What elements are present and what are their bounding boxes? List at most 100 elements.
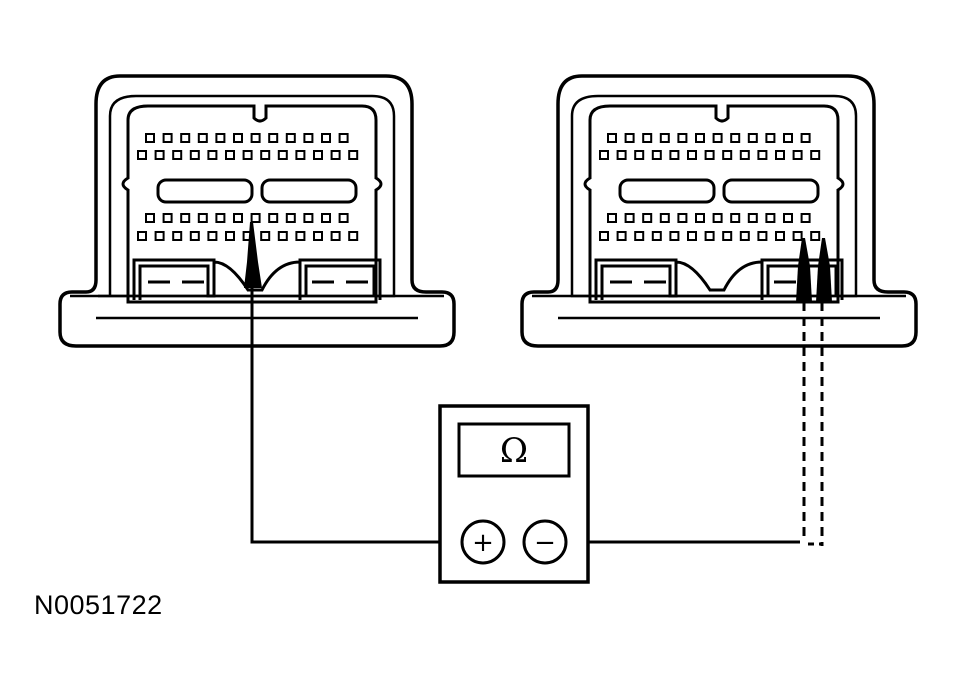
left-connector-face <box>121 104 383 304</box>
pin-cavity <box>792 231 803 241</box>
positive-terminal <box>460 519 506 565</box>
pin-cavity <box>669 231 680 241</box>
pin-cavity <box>295 150 306 160</box>
pin-cavity <box>285 133 296 143</box>
pin-cavity <box>792 150 803 160</box>
pin-cavity <box>712 133 723 143</box>
pin-cavity <box>348 150 359 160</box>
pin-cavity <box>268 213 279 223</box>
pin-cavity <box>348 231 359 241</box>
pin-cavity <box>712 213 723 223</box>
right-probe-tip-1 <box>796 238 812 302</box>
pin-cavity <box>225 231 235 241</box>
pin-cavity <box>277 150 288 160</box>
pin-cavity <box>783 213 793 223</box>
pin-cavity <box>137 231 147 241</box>
pin-cavity <box>810 150 821 160</box>
pin-cavity <box>757 150 768 160</box>
pin-cavity <box>233 133 243 143</box>
pin-cavity <box>687 231 697 241</box>
pin-cavity <box>730 133 741 143</box>
pin-cavity <box>775 150 785 160</box>
pin-cavity <box>775 231 785 241</box>
pin-cavity <box>197 213 208 223</box>
pin-cavity <box>215 133 226 143</box>
left-module-connector <box>58 74 456 348</box>
ohmmeter-display <box>457 422 571 478</box>
pin-cavity <box>722 150 733 160</box>
pin-cavity <box>250 213 261 223</box>
right-probe-tip-2 <box>816 238 832 302</box>
pin-cavity <box>225 150 235 160</box>
pin-cavity <box>285 213 296 223</box>
pin-cavity <box>800 213 811 223</box>
pin-cavity <box>145 213 155 223</box>
pin-cavity <box>330 150 341 160</box>
pin-cavity <box>704 231 715 241</box>
left-connector-slot-right <box>260 178 358 204</box>
pin-cavity <box>624 133 635 143</box>
pin-cavity <box>651 150 662 160</box>
pin-cavity <box>313 231 323 241</box>
negative-terminal <box>522 519 568 565</box>
pin-cavity <box>722 231 733 241</box>
pin-cavity <box>599 150 609 160</box>
pin-cavity <box>303 133 314 143</box>
pin-cavity <box>215 213 226 223</box>
pin-cavity <box>313 150 323 160</box>
left-connector-lower-keyway <box>132 258 382 300</box>
pin-cavity <box>607 213 617 223</box>
pin-cavity <box>260 231 271 241</box>
positive-terminal-label: + <box>472 528 494 558</box>
pin-cavity <box>616 150 627 160</box>
pin-cavity <box>739 231 750 241</box>
pin-cavity <box>651 231 662 241</box>
pin-cavity <box>207 150 218 160</box>
right-connector-pin-array <box>599 133 821 241</box>
pin-cavity <box>642 133 653 143</box>
pin-cavity <box>747 133 758 143</box>
right-connector-face <box>583 104 845 304</box>
ohmmeter: Ω + − <box>438 404 590 584</box>
pin-cavity <box>338 213 349 223</box>
pin-cavity <box>154 231 165 241</box>
pin-cavity <box>677 133 688 143</box>
pin-cavity <box>607 133 617 143</box>
right-connector-slot-right <box>722 178 820 204</box>
pin-cavity <box>180 213 191 223</box>
figure-id-label: N0051722 <box>34 590 163 620</box>
pin-cavity <box>677 213 688 223</box>
pin-cavity <box>321 213 331 223</box>
pin-cavity <box>695 213 705 223</box>
pin-cavity <box>642 213 653 223</box>
pin-cavity <box>599 231 609 241</box>
pin-cavity <box>137 150 147 160</box>
ohm-symbol: Ω <box>500 431 528 471</box>
pin-cavity <box>810 231 821 241</box>
positive-lead-wire <box>250 288 462 544</box>
pin-cavity <box>330 231 341 241</box>
pin-cavity <box>260 150 271 160</box>
right-module-connector <box>520 74 918 348</box>
pin-cavity <box>634 150 645 160</box>
pin-cavity <box>162 213 173 223</box>
pin-cavity <box>207 231 218 241</box>
pin-cavity <box>634 231 645 241</box>
left-probe-tip <box>244 222 262 288</box>
pin-cavity <box>180 133 191 143</box>
pin-cavity <box>189 231 200 241</box>
pin-cavity <box>189 150 200 160</box>
pin-cavity <box>659 133 670 143</box>
pin-cavity <box>233 213 243 223</box>
pin-cavity <box>687 150 697 160</box>
pin-cavity <box>669 150 680 160</box>
left-connector-slot-left <box>156 178 254 204</box>
pin-cavity <box>765 133 776 143</box>
pin-cavity <box>172 150 183 160</box>
pin-cavity <box>616 231 627 241</box>
pin-cavity <box>172 231 183 241</box>
pin-cavity <box>154 150 165 160</box>
pin-cavity <box>695 133 705 143</box>
test-leads <box>244 222 832 546</box>
